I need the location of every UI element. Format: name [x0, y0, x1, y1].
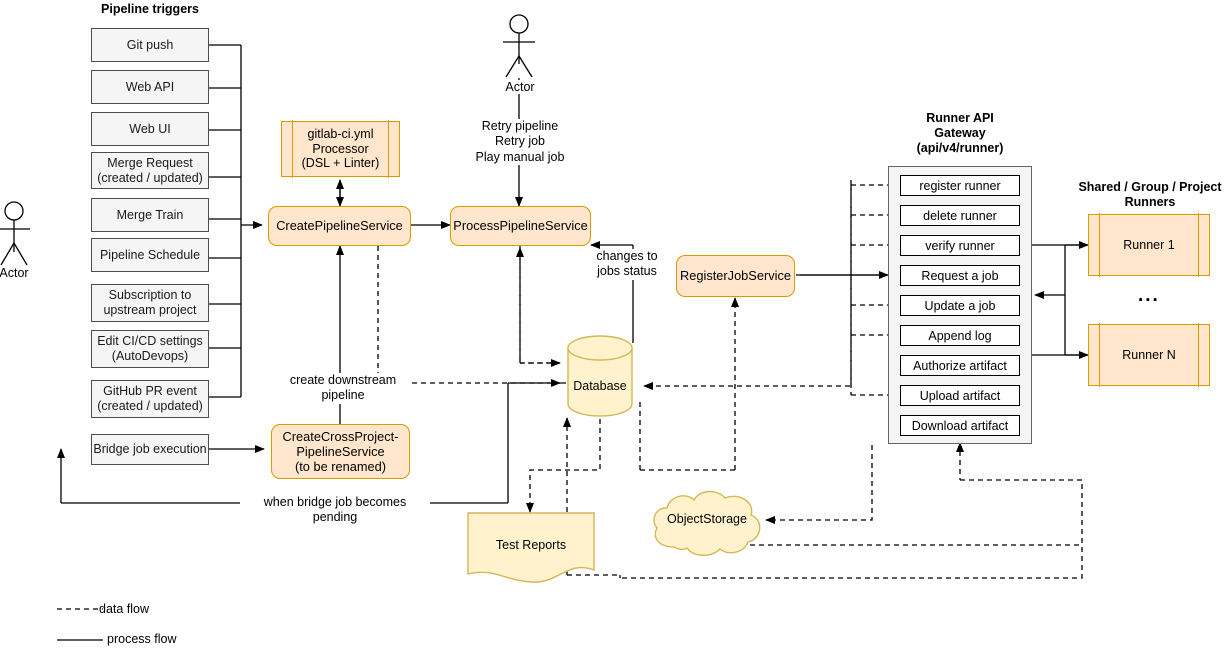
- api-request-a-job[interactable]: Request a job: [900, 265, 1020, 286]
- create-pipeline-service[interactable]: CreatePipelineService: [268, 206, 411, 246]
- trigger-web-api[interactable]: Web API: [91, 70, 209, 104]
- legend-data-flow-label: data flow: [99, 602, 150, 616]
- database-cylinder: [567, 335, 633, 417]
- process-pipeline-service[interactable]: ProcessPipelineService: [450, 206, 591, 246]
- api-verify-runner[interactable]: verify runner: [900, 235, 1020, 256]
- actor-top-label: Actor: [494, 80, 546, 94]
- pipeline-triggers-title: Pipeline triggers: [101, 2, 199, 16]
- object-storage-label: ObjectStorage: [667, 512, 747, 526]
- runner-n[interactable]: Runner N: [1088, 323, 1210, 387]
- runner-1[interactable]: Runner 1: [1088, 213, 1210, 277]
- actor-left-label: Actor: [0, 266, 40, 280]
- api-append-log[interactable]: Append log: [900, 325, 1020, 346]
- trigger-pipeline-schedule[interactable]: Pipeline Schedule: [91, 238, 209, 272]
- api-authorize-artifact[interactable]: Authorize artifact: [900, 355, 1020, 376]
- runner-1-label: Runner 1: [1123, 237, 1175, 252]
- legend-lines: [57, 608, 103, 641]
- api-download-artifact[interactable]: Download artifact: [900, 415, 1020, 436]
- create-cross-project-pipeline-service[interactable]: CreateCrossProject-PipelineService(to be…: [271, 424, 410, 479]
- trigger-bridge-job-execution[interactable]: Bridge job execution: [91, 434, 209, 465]
- api-delete-runner[interactable]: delete runner: [900, 205, 1020, 226]
- trigger-git-push[interactable]: Git push: [91, 28, 209, 62]
- runners-ellipsis: ...: [1138, 285, 1160, 306]
- trigger-merge-request[interactable]: Merge Request(created / updated): [91, 152, 209, 189]
- test-reports-label: Test Reports: [495, 538, 567, 552]
- trigger-github-pr-event[interactable]: GitHub PR event(created / updated): [91, 380, 209, 418]
- trigger-edit-cicd-settings[interactable]: Edit CI/CD settings(AutoDevops): [91, 330, 209, 368]
- legend-process-flow-label: process flow: [107, 632, 177, 646]
- database-label: Database: [573, 379, 627, 393]
- runner-n-label: Runner N: [1122, 347, 1176, 362]
- api-update-a-job[interactable]: Update a job: [900, 295, 1020, 316]
- trigger-web-ui[interactable]: Web UI: [91, 112, 209, 146]
- api-upload-artifact[interactable]: Upload artifact: [900, 385, 1020, 406]
- edge-label-bridge-pending: when bridge job becomes pending: [240, 495, 430, 526]
- api-register-runner[interactable]: register runner: [900, 175, 1020, 196]
- test-reports-document: [467, 512, 595, 584]
- register-job-service[interactable]: RegisterJobService: [676, 255, 795, 297]
- trigger-merge-train[interactable]: Merge Train: [91, 198, 209, 232]
